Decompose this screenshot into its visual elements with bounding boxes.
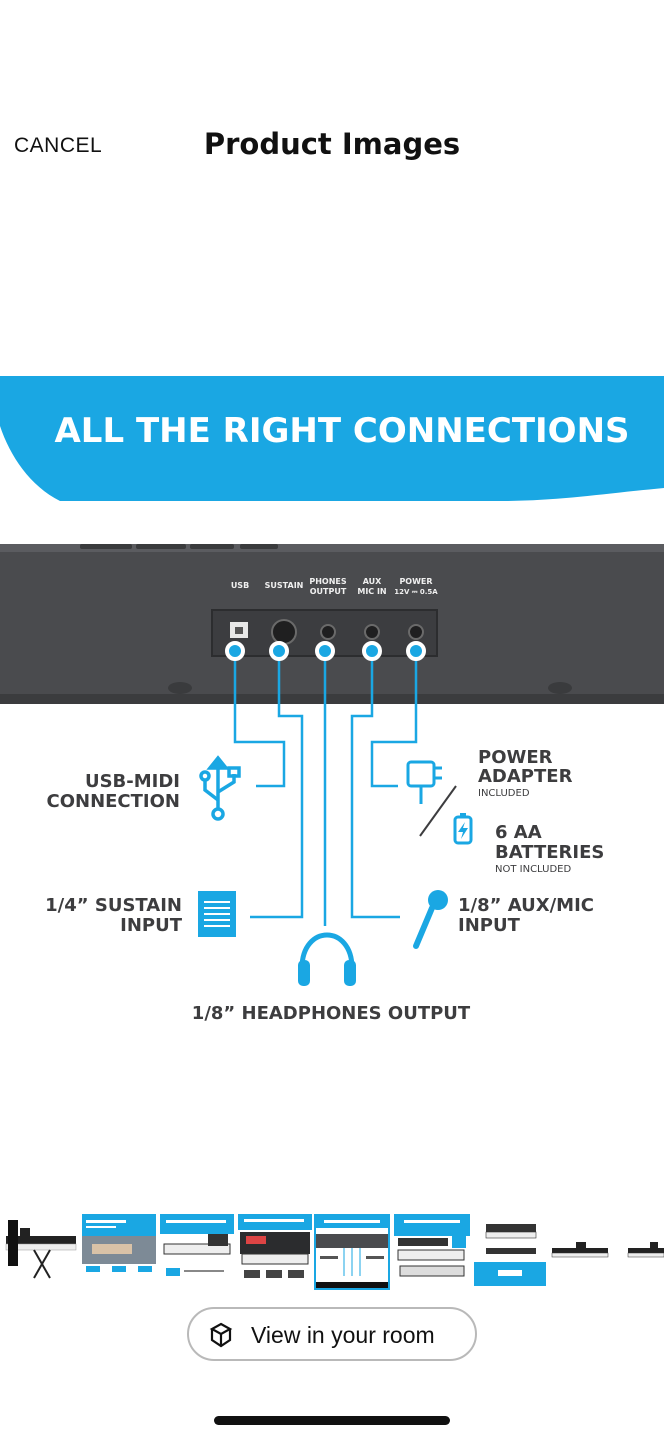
power-plug-icon [406, 760, 442, 804]
battery-icon [453, 813, 473, 845]
svg-text:POWER: POWER [399, 577, 432, 586]
thumbnail-3[interactable] [160, 1214, 234, 1290]
home-indicator[interactable] [214, 1416, 450, 1425]
svg-text:1/8” HEADPHONES OUTPUT: 1/8” HEADPHONES OUTPUT [192, 1003, 471, 1024]
svg-text:CONNECTION: CONNECTION [47, 791, 181, 812]
thumbnail-9[interactable] [626, 1214, 664, 1290]
svg-text:OUTPUT: OUTPUT [310, 587, 347, 596]
connector-lines [233, 651, 418, 926]
svg-text:USB-MIDI: USB-MIDI [85, 771, 180, 792]
divider-slash [419, 785, 457, 837]
thumbnail-6[interactable] [394, 1214, 470, 1290]
connector-dots [225, 641, 426, 661]
document-icon [198, 891, 236, 937]
banner-title: ALL THE RIGHT CONNECTIONS [54, 411, 629, 451]
header-bar: CANCEL Product Images [0, 0, 664, 200]
thumbnail-1[interactable] [4, 1214, 78, 1290]
microphone-icon [413, 890, 448, 949]
sustain-port [271, 619, 297, 645]
page-title: Product Images [203, 127, 461, 161]
svg-text:1/8” AUX/MIC: 1/8” AUX/MIC [458, 895, 594, 916]
aux-port [364, 624, 380, 640]
svg-text:POWER: POWER [478, 747, 553, 768]
ar-cube-icon [207, 1321, 235, 1354]
svg-text:INPUT: INPUT [120, 915, 183, 936]
thumbnail-8[interactable] [550, 1214, 610, 1290]
thumbnail-5-selected[interactable] [314, 1214, 390, 1290]
thumbnail-strip [0, 1214, 664, 1290]
svg-text:PHONES: PHONES [309, 577, 347, 586]
svg-text:6 AA: 6 AA [495, 822, 542, 843]
svg-text:SUSTAIN: SUSTAIN [265, 581, 304, 590]
svg-text:MIC IN: MIC IN [357, 587, 386, 596]
svg-text:BATTERIES: BATTERIES [495, 842, 604, 863]
view-in-room-button[interactable]: View in your room [187, 1307, 477, 1361]
connections-infographic: ALL THE RIGHT CONNECTIONS USB SUSTAIN PH… [0, 376, 664, 1024]
svg-text:NOT INCLUDED: NOT INCLUDED [495, 864, 571, 875]
cancel-button[interactable]: CANCEL [14, 134, 103, 157]
phones-port [320, 624, 336, 640]
thumbnail-4[interactable] [238, 1214, 312, 1290]
headphones-icon [298, 932, 356, 986]
usb-icon [199, 755, 241, 821]
power-port [408, 624, 424, 640]
thumbnail-7[interactable] [474, 1214, 546, 1290]
svg-text:ADAPTER: ADAPTER [478, 766, 573, 787]
svg-text:INPUT: INPUT [458, 915, 521, 936]
banner-shape [0, 376, 664, 501]
svg-text:INCLUDED: INCLUDED [478, 788, 530, 799]
svg-text:1/4” SUSTAIN: 1/4” SUSTAIN [45, 895, 182, 916]
svg-text:12V ⎓ 0.5A: 12V ⎓ 0.5A [394, 588, 438, 596]
view-in-room-label: View in your room [251, 1322, 435, 1348]
product-image[interactable]: ALL THE RIGHT CONNECTIONS USB SUSTAIN PH… [0, 376, 664, 1056]
thumbnail-2[interactable] [82, 1214, 156, 1290]
svg-text:AUX: AUX [363, 577, 382, 586]
svg-text:USB: USB [231, 581, 249, 590]
